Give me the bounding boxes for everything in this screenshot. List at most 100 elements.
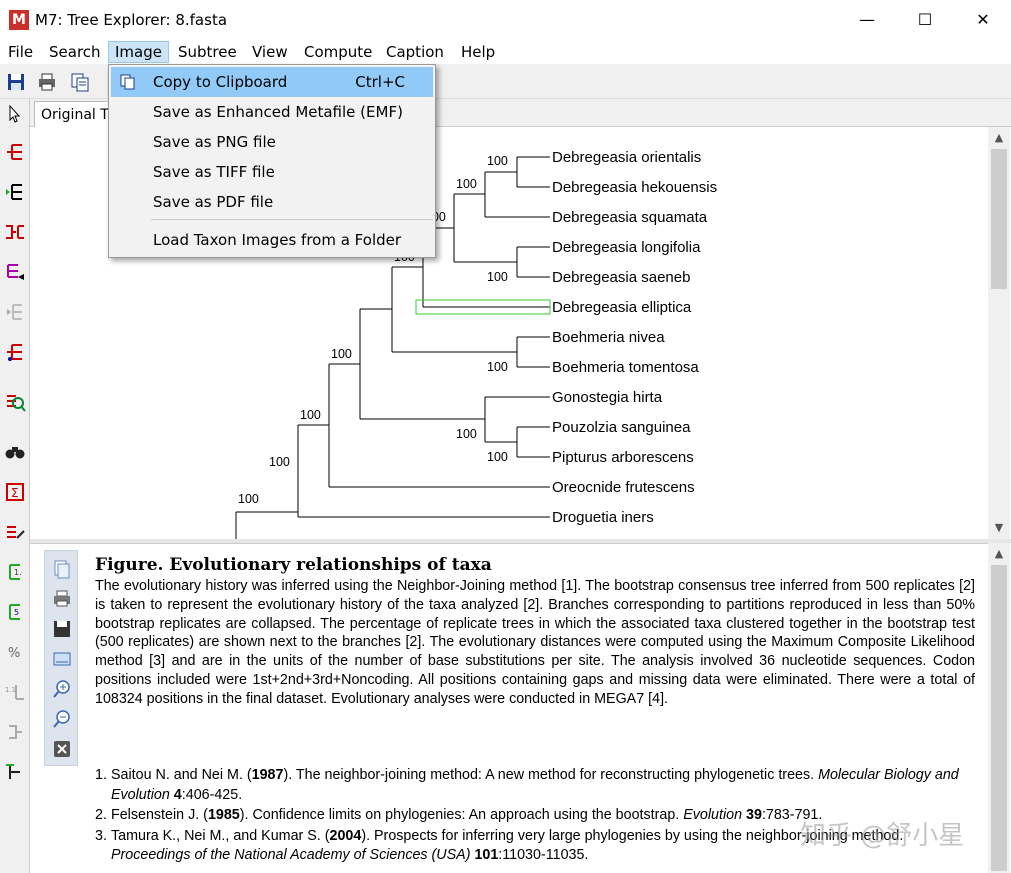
scale-bar-icon[interactable]: 1.1 — [4, 681, 26, 703]
bootstrap-value: 100 — [487, 360, 508, 374]
print-caption-icon[interactable] — [52, 589, 72, 609]
taxon-label[interactable]: Gonostegia hirta — [552, 389, 663, 406]
menu-image[interactable]: Image — [108, 41, 169, 63]
bootstrap-values-icon[interactable]: 5 — [4, 601, 26, 623]
menu-item-label: Load Taxon Images from a Folder — [153, 231, 402, 249]
export-caption-icon[interactable] — [52, 649, 72, 669]
copy-icon[interactable] — [70, 72, 90, 92]
title-bar: M M7: Tree Explorer: 8.fasta — ☐ ✕ — [0, 0, 1011, 40]
sum-icon[interactable]: Σ — [4, 481, 26, 503]
reference-item: 1.Saitou N. and Nei M. (1987). The neigh… — [95, 766, 975, 805]
copy-caption-icon[interactable] — [52, 559, 72, 579]
ref-volume: 4 — [169, 786, 182, 803]
place-root-icon[interactable] — [4, 181, 26, 203]
selected-branch-highlight — [415, 299, 551, 315]
print-icon[interactable] — [37, 72, 57, 92]
flip-subtree-icon[interactable] — [4, 221, 26, 243]
ref-authors: Felsenstein J. ( — [111, 807, 208, 823]
menu-bar: File Search Image Subtree View Compute C… — [0, 40, 1011, 64]
taxon-label[interactable]: Debregeasia saeneb — [552, 269, 690, 286]
bootstrap-value: 100 — [487, 450, 508, 464]
compress-subtree-icon[interactable] — [4, 261, 26, 283]
pane-splitter[interactable] — [30, 539, 1011, 543]
ref-title: ). Confidence limits on phylogenies: An … — [239, 807, 684, 823]
tree-search-icon[interactable] — [4, 391, 26, 413]
reference-list: 1.Saitou N. and Nei M. (1987). The neigh… — [95, 766, 975, 867]
zoom-out-icon[interactable] — [52, 709, 72, 729]
reference-number: 1. — [95, 767, 107, 783]
find-icon[interactable] — [4, 441, 26, 463]
menu-load-taxon-images[interactable]: Load Taxon Images from a Folder — [111, 225, 433, 255]
tree-scrollbar[interactable]: ▲ ▼ — [988, 127, 1010, 539]
menu-subtree[interactable]: Subtree — [178, 43, 237, 61]
taxon-label[interactable]: Boehmeria nivea — [552, 329, 665, 346]
maximize-button[interactable]: ☐ — [917, 10, 933, 29]
scroll-down-arrow-icon[interactable]: ▼ — [994, 521, 1004, 534]
taxon-label[interactable]: Oreocnide frutescens — [552, 479, 695, 496]
bootstrap-value: 100 — [331, 347, 352, 361]
edit-taxa-icon[interactable] — [4, 521, 26, 543]
expand-subtree-icon[interactable] — [4, 301, 26, 323]
left-tool-strip: Σ 1. 5 % 1.1 — [0, 99, 30, 873]
menu-view[interactable]: View — [252, 43, 288, 61]
taxon-label[interactable]: Pouzolzia sanguinea — [552, 419, 691, 436]
close-button[interactable]: ✕ — [976, 10, 990, 29]
divergence-icon[interactable] — [4, 721, 26, 743]
caption-title: Figure. Evolutionary relationships of ta… — [95, 555, 492, 575]
scroll-thumb[interactable] — [991, 565, 1007, 871]
taxon-label[interactable]: Debregeasia elliptica — [552, 299, 692, 316]
menu-save-emf[interactable]: Save as Enhanced Metafile (EMF) — [111, 97, 433, 127]
ref-authors: Tamura K., Nei M., and Kumar S. ( — [111, 827, 330, 844]
menu-compute[interactable]: Compute — [304, 43, 373, 61]
menu-save-png[interactable]: Save as PNG file — [111, 127, 433, 157]
taxon-label[interactable]: Debregeasia hekouensis — [552, 179, 717, 196]
subtree-root-icon[interactable] — [4, 141, 26, 163]
svg-text:%: % — [8, 646, 20, 661]
bootstrap-value: 100 — [269, 455, 290, 469]
scroll-up-arrow-icon[interactable]: ▲ — [994, 547, 1004, 560]
taxon-label[interactable]: Pipturus arborescens — [552, 449, 694, 466]
taxon-label[interactable]: Boehmeria tomentosa — [552, 359, 699, 376]
taxon-label[interactable]: Debregeasia longifolia — [552, 239, 701, 256]
menu-save-tiff[interactable]: Save as TIFF file — [111, 157, 433, 187]
bootstrap-value: 100 — [456, 427, 477, 441]
menu-save-pdf[interactable]: Save as PDF file — [111, 187, 433, 217]
menu-search[interactable]: Search — [49, 43, 101, 61]
menu-item-label: Copy to Clipboard — [153, 73, 288, 91]
scroll-up-arrow-icon[interactable]: ▲ — [994, 131, 1004, 144]
zoom-in-icon[interactable] — [52, 679, 72, 699]
taxon-tool-icon[interactable] — [4, 761, 26, 783]
ref-pages: :783-791. — [761, 807, 823, 823]
swap-branches-icon[interactable] — [4, 341, 26, 363]
menu-help[interactable]: Help — [461, 43, 496, 61]
menu-copy-to-clipboard[interactable]: Copy to Clipboard Ctrl+C — [111, 67, 433, 97]
save-caption-icon[interactable] — [52, 619, 72, 639]
caption-scrollbar[interactable]: ▲ — [988, 543, 1010, 873]
window-title: M7: Tree Explorer: 8.fasta — [35, 11, 228, 29]
menu-file[interactable]: File — [8, 43, 34, 61]
ref-title: ). Prospects for inferring very large ph… — [361, 827, 904, 844]
ref-pages: :406-425. — [181, 786, 243, 803]
pointer-icon[interactable] — [4, 103, 26, 125]
taxon-label[interactable]: Debregeasia squamata — [552, 209, 708, 226]
taxon-label[interactable]: Debregeasia orientalis — [552, 149, 701, 166]
ref-journal: Evolution — [683, 807, 743, 823]
scroll-thumb[interactable] — [991, 149, 1007, 289]
tree-branches — [235, 156, 550, 539]
svg-text:1.: 1. — [14, 568, 22, 577]
menu-item-label: Save as PNG file — [153, 133, 276, 151]
close-caption-icon[interactable] — [52, 739, 72, 759]
branch-lengths-icon[interactable]: 1. — [4, 561, 26, 583]
bootstrap-value: 100 — [487, 154, 508, 168]
save-icon[interactable] — [6, 72, 26, 92]
minimize-button[interactable]: — — [859, 10, 875, 29]
ref-journal: Proceedings of the National Academy of S… — [111, 847, 471, 863]
menu-caption[interactable]: Caption — [386, 43, 444, 61]
percent-icon[interactable]: % — [4, 641, 26, 663]
svg-text:1.1: 1.1 — [5, 686, 16, 694]
watermark: 知乎 @舒小星 — [800, 821, 965, 851]
taxon-label[interactable]: Droguetia iners — [552, 509, 654, 526]
bootstrap-value: 100 — [487, 270, 508, 284]
caption-body: The evolutionary history was inferred us… — [95, 578, 975, 707]
ref-year: 2004 — [329, 827, 362, 844]
